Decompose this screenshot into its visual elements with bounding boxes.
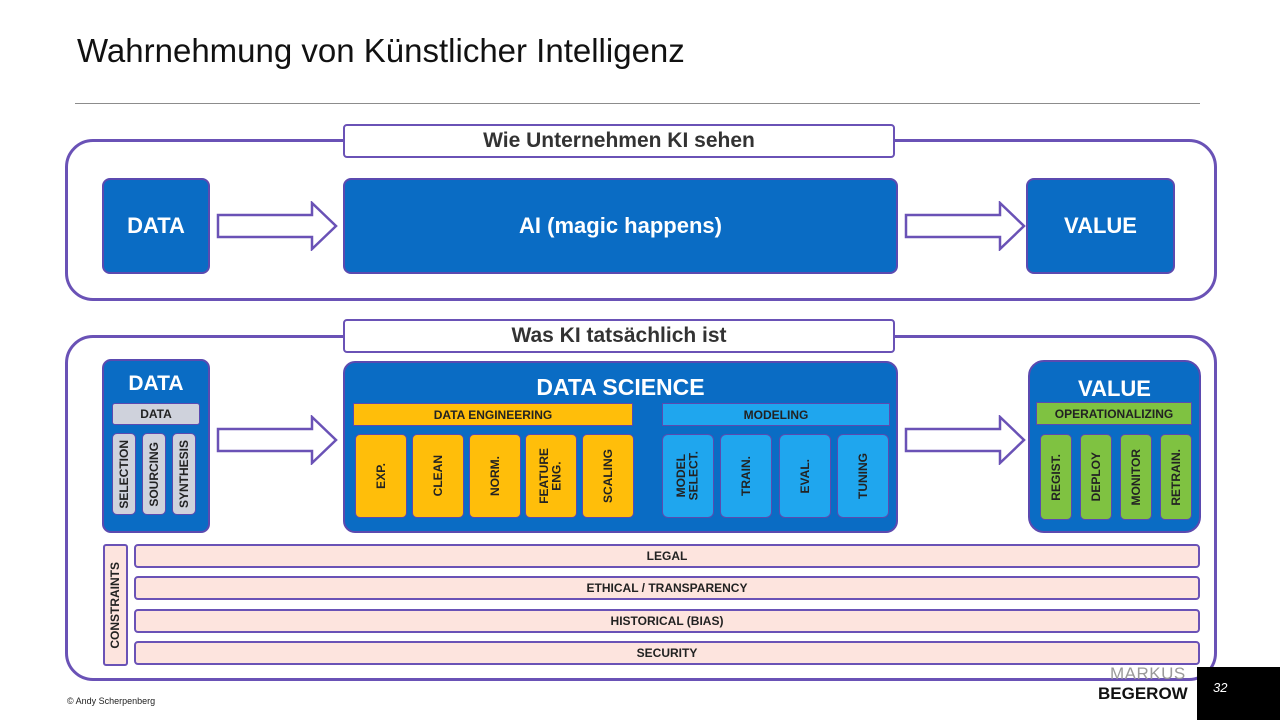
engineering-item-feature-eng: FEATURE ENG. (525, 434, 577, 518)
constraints-label: CONSTRAINTS (108, 561, 123, 649)
reality-value-block: VALUE OPERATIONALIZING REGIST. DEPLOY MO… (1028, 360, 1201, 533)
modeling-item-model-select: MODEL SELECT. (662, 434, 714, 518)
perception-arrow-1-icon (216, 201, 338, 251)
data-item-synthesis: SYNTHESIS (172, 433, 196, 515)
value-item-label: MONITOR (1128, 448, 1143, 506)
engineering-item-scaling: SCALING (582, 434, 634, 518)
value-item-retrain: RETRAIN. (1160, 434, 1192, 520)
reality-arrow-1-icon (216, 415, 338, 465)
engineering-item-label: FEATURE ENG. (537, 448, 564, 504)
value-item-deploy: DEPLOY (1080, 434, 1112, 520)
engineering-item-clean: CLEAN (412, 434, 464, 518)
value-item-label: RETRAIN. (1168, 448, 1183, 506)
reality-data-block: DATA DATA SELECTION SOURCING SYNTHESIS (102, 359, 210, 533)
page-number: 32 (1213, 680, 1228, 695)
modeling-item-label: EVAL. (797, 458, 812, 494)
constraint-ethical-transparency: ETHICAL / TRANSPARENCY (134, 576, 1200, 600)
modeling-item-eval: EVAL. (779, 434, 831, 518)
engineering-item-label: EXP. (373, 463, 388, 489)
modeling-header: MODELING (662, 403, 890, 426)
constraints-label-box: CONSTRAINTS (103, 544, 128, 666)
engineering-item-label: SCALING (600, 449, 615, 503)
reality-data-subheader: DATA (112, 403, 200, 425)
perception-arrow-2-icon (904, 201, 1026, 251)
perception-label: Wie Unternehmen KI sehen (343, 124, 895, 158)
data-science-block: DATA SCIENCE DATA ENGINEERING EXP. CLEAN… (343, 361, 898, 533)
modeling-item-train: TRAIN. (720, 434, 772, 518)
copyright-notice: © Andy Scherpenberg (67, 696, 156, 706)
logo-markus: MARKUS (1110, 664, 1186, 683)
value-item-label: DEPLOY (1088, 452, 1103, 502)
engineering-item-label: CLEAN (430, 455, 445, 497)
modeling-item-label: MODEL SELECT. (674, 451, 701, 501)
data-engineering-header: DATA ENGINEERING (353, 403, 633, 426)
constraint-historical-bias: HISTORICAL (BIAS) (134, 609, 1200, 633)
operationalizing-header: OPERATIONALIZING (1036, 402, 1192, 425)
title-divider (75, 103, 1200, 104)
data-item-sourcing: SOURCING (142, 433, 166, 515)
value-item-regist: REGIST. (1040, 434, 1072, 520)
data-item-label: SELECTION (116, 439, 131, 509)
data-item-label: SYNTHESIS (176, 439, 191, 508)
reality-arrow-2-icon (904, 415, 1026, 465)
data-item-selection: SELECTION (112, 433, 136, 515)
data-science-title: DATA SCIENCE (536, 374, 705, 400)
engineering-item-label: NORM. (487, 456, 502, 496)
value-item-monitor: MONITOR (1120, 434, 1152, 520)
engineering-item-norm: NORM. (469, 434, 521, 518)
perception-data-block: DATA (102, 178, 210, 274)
reality-data-title: DATA (128, 372, 184, 395)
engineering-item-exp: EXP. (355, 434, 407, 518)
logo-begerow: BEGEROW (1098, 684, 1188, 703)
perception-value-block: VALUE (1026, 178, 1175, 274)
slide-title: Wahrnehmung von Künstlicher Intelligenz (77, 32, 685, 69)
data-item-label: SOURCING (146, 441, 161, 507)
page-number-box (1197, 667, 1280, 720)
modeling-item-tuning: TUNING (837, 434, 889, 518)
constraint-legal: LEGAL (134, 544, 1200, 568)
modeling-item-label: TRAIN. (738, 456, 753, 496)
modeling-item-label: TUNING (855, 453, 870, 499)
constraint-security: SECURITY (134, 641, 1200, 665)
reality-label: Was KI tatsächlich ist (343, 319, 895, 353)
value-item-label: REGIST. (1048, 453, 1063, 501)
perception-ai-block: AI (magic happens) (343, 178, 898, 274)
reality-value-title: VALUE (1078, 376, 1151, 401)
